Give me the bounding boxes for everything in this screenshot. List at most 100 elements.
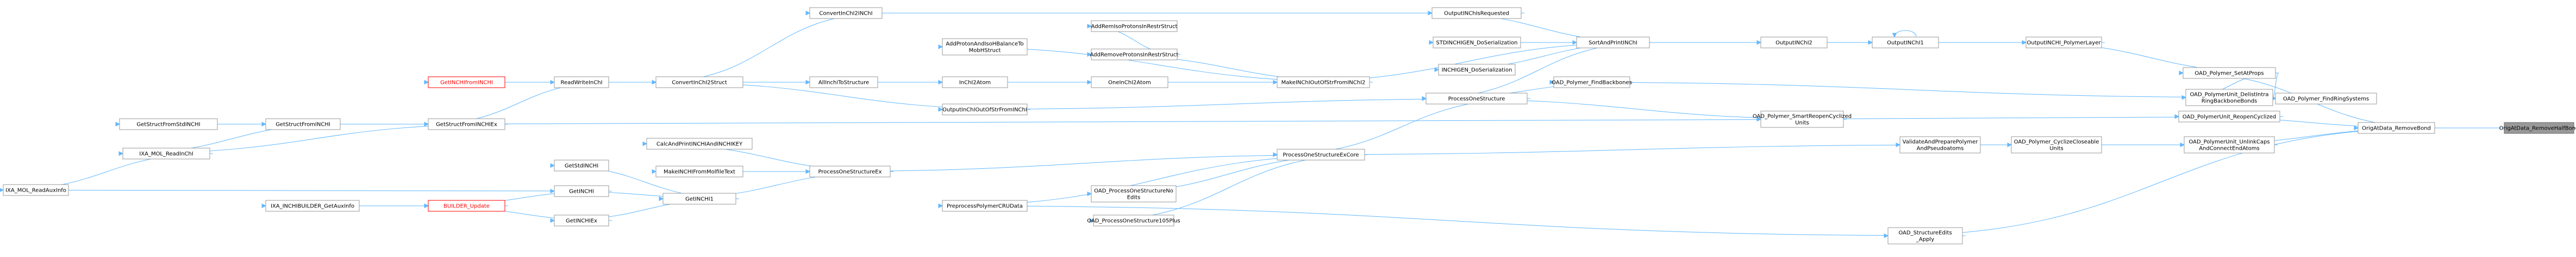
call-edges (0, 10, 2576, 238)
node-getinchi1[interactable]: GetINCHI1 (662, 193, 736, 205)
node-box (655, 76, 743, 88)
node-addremoveprotonsinrestrstruct[interactable]: AddRemoveProtonsInRestrStruct (1090, 48, 1179, 60)
node-label: RingBackboneBonds (2202, 99, 2258, 105)
node-box (1438, 64, 1516, 76)
node-allinchitostructure[interactable]: AllInchiToStructure (809, 76, 878, 88)
node-oad-structureedits-apply[interactable]: OAD_StructureEdits_Apply (1887, 227, 1963, 244)
node-label: AddProtonAndIsoHBalanceTo (946, 41, 1023, 47)
call-edge (938, 98, 1531, 112)
node-outputinchisrequested[interactable]: OutputINChIsRequested (1431, 7, 1522, 19)
node-ixa-mol-readinchi[interactable]: IXA_MOL_ReadInChI (122, 148, 210, 160)
node-box (428, 200, 505, 212)
node-inchi2atom[interactable]: InChI2Atom (942, 76, 1008, 88)
node-oad-polymer-findbackbones[interactable]: OAD_Polymer_FindBackbones (1552, 76, 1632, 88)
node-makeinchioutofstrfrominchi2[interactable]: MakeINChIOutOfStrFromINChI2 (1277, 76, 1370, 88)
node-addremisoprotonsinrestrstruct[interactable]: AddRemIsoProtonsInRestrStruct (1091, 20, 1178, 32)
node-getstructfrominchiex[interactable]: GetStructFromINCHIEx (428, 118, 505, 130)
node-getstructfrominchi[interactable]: GetStructFromINCHI (265, 118, 341, 130)
node-box (1425, 93, 1528, 105)
node-oad-polymer-findringsystems[interactable]: OAD_Polymer_FindRingSystems (2275, 93, 2377, 105)
node-oad-polymerunit-reopencyclized[interactable]: OAD_PolymerUnit_ReopenCyclized (2178, 111, 2280, 123)
node-label: MakeINChIOutOfStrFromINChI2 (1281, 80, 1366, 86)
node-outputinchi-polymerlayer[interactable]: OutputINCHI_PolymerLayer (2025, 36, 2102, 48)
node-oad-processonestructure105plus[interactable]: OAD_ProcessOneStructure105Plus (1087, 215, 1180, 227)
call-edge (652, 13, 886, 85)
node-label: OAD_StructureEdits (1898, 230, 1952, 236)
node-label: ConvertInChI2Struct (672, 80, 727, 86)
node-box (809, 7, 883, 19)
node-box (942, 103, 1028, 115)
call-edge (938, 203, 1966, 236)
node-stdinchigen-doserialization[interactable]: STDINCHIGEN_DoSerialization (1433, 36, 1521, 48)
node-label: OAD_Polymer_CyclizeCloseable (2014, 139, 2099, 145)
node-label: GetStructFromStdINCHI (136, 122, 200, 128)
node-getinchi[interactable]: GetINCHI (554, 185, 609, 197)
node-label: OAD_Polymer_FindRingSystems (2283, 96, 2369, 102)
node-outputinchi2[interactable]: OutputINChI2 (1760, 36, 1828, 48)
node-readwriteinchi[interactable]: ReadWriteInChI (554, 76, 609, 88)
node-oad-polymerunit-delistintraringbackbonebonds[interactable]: OAD_PolymerUnit_DelistIntraRingBackboneB… (2185, 89, 2273, 106)
node-label: GetINCHI1 (685, 197, 714, 203)
node-box (1576, 36, 1650, 48)
node-processonestructureex[interactable]: ProcessOneStructureEx (809, 166, 891, 178)
node-oad-polymer-setatprops[interactable]: OAD_Polymer_SetAtProps (2183, 67, 2276, 79)
node-inchigen-doserialization[interactable]: INCHIGEN_DoSerialization (1438, 64, 1516, 76)
node-box (119, 118, 218, 130)
node-label: AndPseudoatoms (1917, 146, 1964, 152)
node-box (3, 184, 69, 196)
node-getstructfromstdinchi[interactable]: GetStructFromStdINCHI (119, 118, 218, 130)
node-label: ValidateAndPreparePolymer (1903, 139, 1979, 145)
node-convertinchi2struct[interactable]: ConvertInChI2Struct (655, 76, 743, 88)
node-label: CalcAndPrintINCHIAndINCHIKEY (656, 142, 743, 148)
call-edge (1892, 30, 1917, 38)
node-convertinchi2inchi[interactable]: ConvertInChI2INChI (809, 7, 883, 19)
node-origatdata-removehalfbond[interactable]: OrigAtData_RemoveHalfBond (2499, 122, 2576, 134)
node-box (265, 200, 360, 212)
node-box (1431, 7, 1522, 19)
node-box (554, 185, 609, 197)
node-label: STDINCHIGEN_DoSerialization (1436, 40, 1517, 46)
node-ixa-mol-readauxinfo[interactable]: IXA_MOL_ReadAuxInfo (3, 184, 69, 196)
node-label: OAD_PolymerUnit_UnlinkCaps (2189, 139, 2269, 145)
node-builder-update[interactable]: BUILDER_Update (428, 200, 505, 212)
node-makeinchifrommolfiletext[interactable]: MakeINCHIFromMolfileText (655, 166, 743, 178)
node-box (2178, 111, 2280, 123)
node-getinchifrominchi[interactable]: GetINCHIfromINCHI (428, 76, 505, 88)
node-label: MobHStruct (969, 48, 1001, 54)
node-label: OrigAtData_RemoveHalfBond (2499, 126, 2576, 132)
node-getinchiex[interactable]: GetINCHIEx (554, 215, 609, 227)
node-label: OAD_Polymer_SmartReopenCyclized (1753, 114, 1852, 120)
node-box (662, 193, 736, 205)
node-label: IXA_MOL_ReadAuxInfo (5, 188, 66, 194)
node-box (1433, 36, 1521, 48)
node-sortandprintinchi[interactable]: SortAndPrintINChI (1576, 36, 1650, 48)
node-oneinchi2atom[interactable]: OneInChI2Atom (1091, 76, 1168, 88)
node-preprocesspolymercrudata[interactable]: PreprocessPolymerCRUData (942, 200, 1028, 212)
node-label: IXA_INCHIBUILDER_GetAuxInfo (271, 204, 354, 210)
node-getstdinchi[interactable]: GetStdINCHI (554, 160, 609, 172)
node-processonestructure[interactable]: ProcessOneStructure (1425, 93, 1528, 105)
node-label: GetStdINCHI (565, 163, 598, 169)
node-ixa-inchibuilder-getauxinfo[interactable]: IXA_INCHIBUILDER_GetAuxInfo (265, 200, 360, 212)
call-edge (0, 188, 612, 192)
node-box (428, 76, 505, 88)
node-label: Edits (1127, 195, 1141, 201)
node-origatdata-removebond[interactable]: OrigAtData_RemoveBond (2358, 122, 2435, 134)
node-box (1760, 36, 1828, 48)
node-outputinchi1[interactable]: OutputINChI1 (1872, 36, 1939, 48)
node-calcandprintinchiandinchikey[interactable]: CalcAndPrintINCHIAndINCHIKEY (646, 138, 753, 150)
node-oad-polymerunit-unlinkcapsandconnectendatoms[interactable]: OAD_PolymerUnit_UnlinkCapsAndConnectEndA… (2184, 136, 2275, 154)
node-box (1091, 76, 1168, 88)
node-processonestructureexcore[interactable]: ProcessOneStructureExCore (1277, 149, 1365, 161)
node-label: GetINCHIfromINCHI (440, 80, 493, 86)
node-label: MakeINCHIFromMolfileText (664, 169, 735, 175)
node-box (1277, 76, 1370, 88)
node-box (554, 76, 609, 88)
node-outputinchioutofstrfrominchi[interactable]: OutputInChIOutOfStrFromINChI (942, 103, 1028, 115)
node-box (1872, 36, 1939, 48)
